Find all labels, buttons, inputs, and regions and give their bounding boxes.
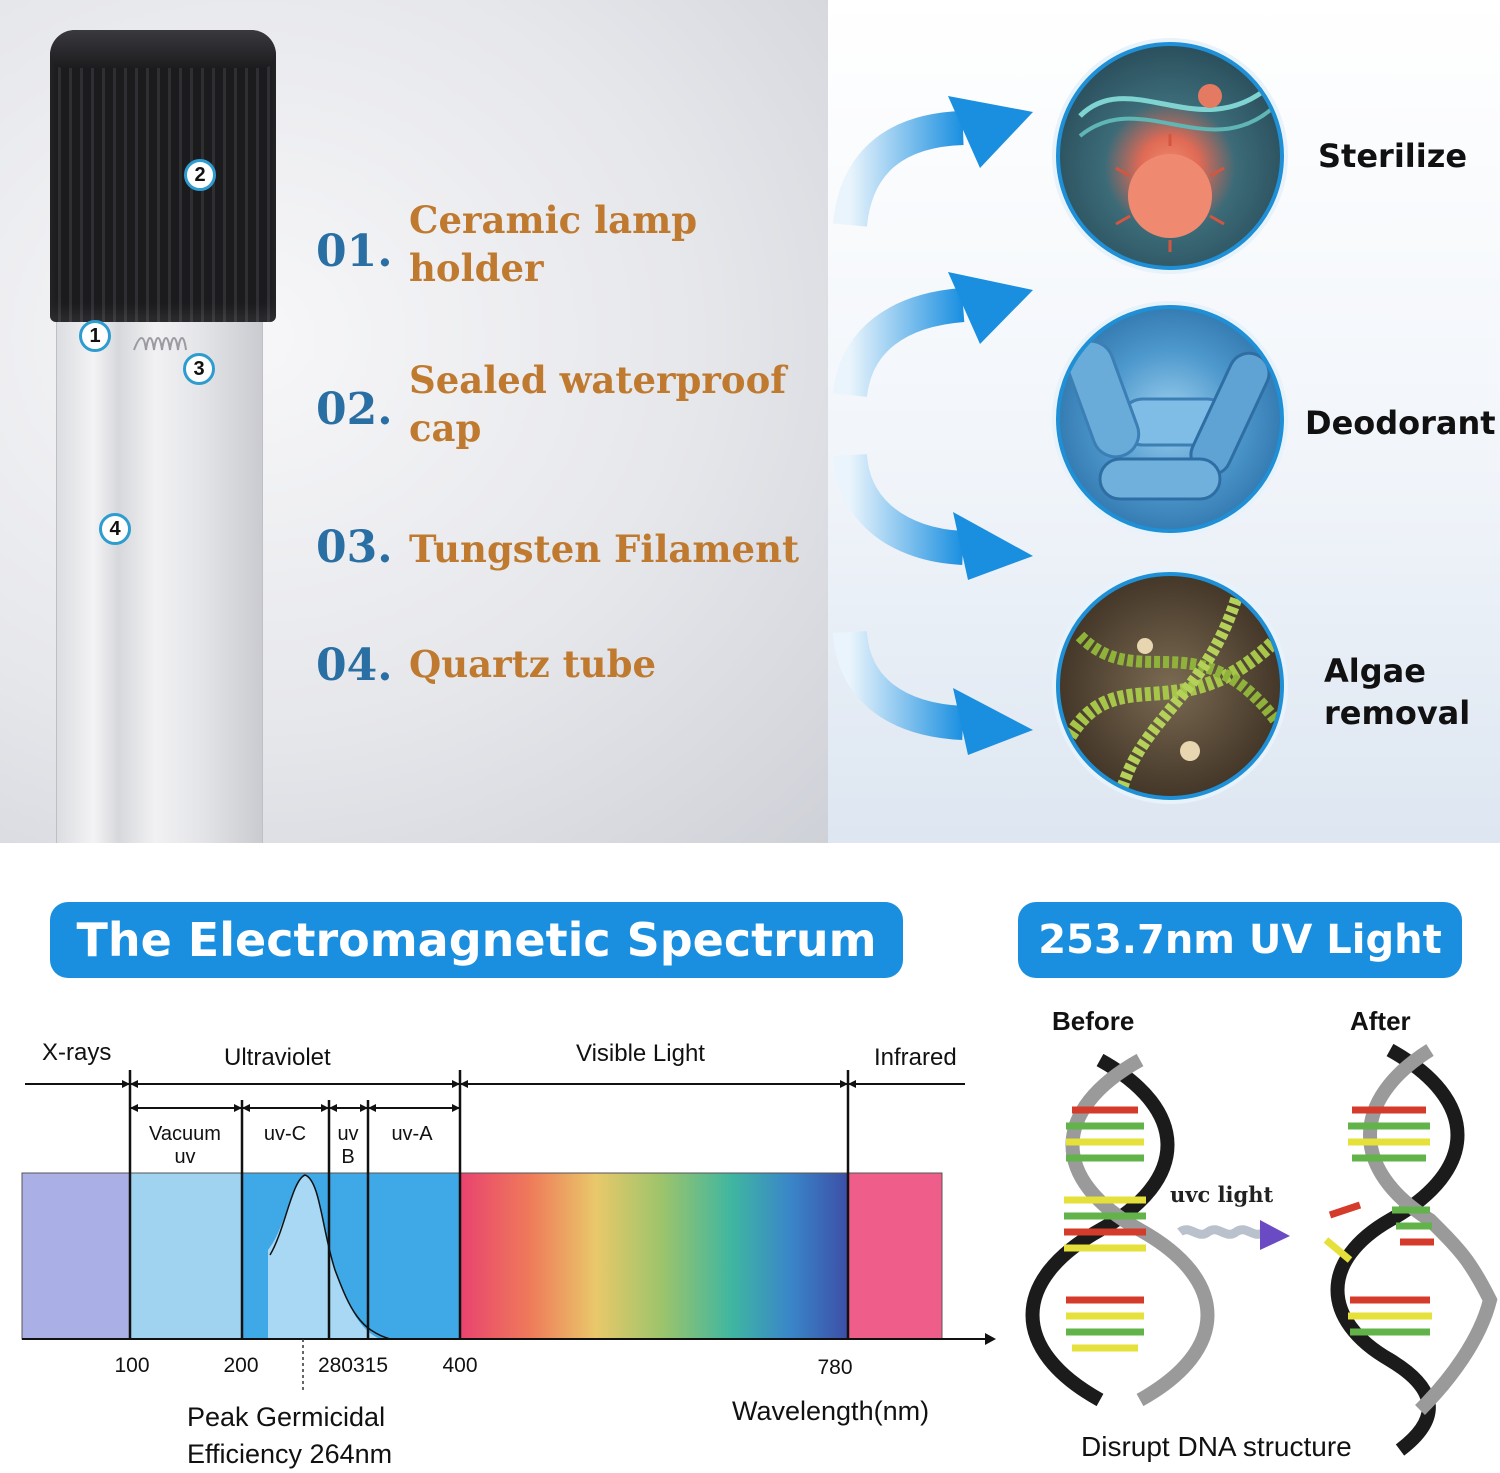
- bacteria-icon: [1065, 339, 1271, 501]
- arrowhead: [122, 1080, 130, 1088]
- quartz-tube-illustration: [56, 300, 263, 843]
- lamp-cap-illustration: [50, 30, 276, 322]
- arrowhead: [321, 1104, 329, 1112]
- virus-icon: [1078, 84, 1277, 252]
- algae-icon: [1064, 584, 1280, 796]
- xray-band: [22, 1173, 130, 1339]
- spec-number-03: 03.: [316, 522, 393, 573]
- badge-1: 1: [79, 320, 111, 352]
- spec-text-02-line1: Sealed waterproof: [409, 358, 787, 402]
- arrowhead: [242, 1104, 250, 1112]
- arrowhead: [460, 1080, 468, 1088]
- visible-light-band: [460, 1173, 848, 1339]
- function-label-algae-line1: Algae: [1324, 652, 1426, 690]
- arrowhead: [848, 1080, 856, 1088]
- spec-text-01-line2: holder: [409, 246, 544, 290]
- filament-coil-illustration: [133, 337, 187, 351]
- arrowhead: [368, 1104, 376, 1112]
- tick-100: 100: [114, 1354, 149, 1377]
- peak-label-line2: Efficiency 264nm: [187, 1439, 392, 1469]
- spec-number-04: 04.: [316, 640, 393, 691]
- arrow-to-deodorant: [833, 272, 1033, 398]
- function-label-sterilize: Sterilize: [1318, 137, 1468, 175]
- label-visible-light: Visible Light: [576, 1040, 705, 1067]
- badge-2: 2: [184, 159, 216, 191]
- dna-before: [1025, 1053, 1215, 1407]
- arrow-to-sterilize: [833, 96, 1033, 228]
- caption-disrupt-dna: Disrupt DNA structure: [1081, 1431, 1352, 1462]
- peak-label-line1: Peak Germicidal: [187, 1402, 385, 1432]
- arrowhead: [452, 1080, 460, 1088]
- tick-200: 200: [223, 1354, 258, 1377]
- arrowhead: [130, 1080, 138, 1088]
- arrow-to-algae-lower: [833, 453, 1033, 580]
- infrared-band: [848, 1173, 942, 1339]
- label-uvb-2: B: [341, 1146, 354, 1168]
- arrowhead: [840, 1080, 848, 1088]
- uvc-wave-arrow: [1177, 1225, 1267, 1239]
- uv-light-title-banner: 253.7nm UV Light: [1018, 902, 1462, 978]
- germicidal-curve: [269, 1174, 391, 1340]
- spec-text-03: Tungsten Filament: [409, 527, 800, 571]
- arrowhead: [130, 1104, 138, 1112]
- functions-panel: Sterilize Deodorant Algae removal: [828, 0, 1500, 843]
- virus-image: [1056, 42, 1284, 270]
- spec-number-02: 02.: [316, 384, 393, 435]
- uvc-arrowhead: [1260, 1220, 1290, 1250]
- label-xrays: X-rays: [42, 1039, 111, 1066]
- axis-arrowhead: [985, 1333, 996, 1345]
- spec-text-01-line1: Ceramic lamp: [409, 198, 698, 242]
- tick-280-315: 280315: [318, 1354, 388, 1377]
- spec-number-01: 01.: [316, 226, 393, 277]
- axis-label-wavelength: Wavelength(nm): [732, 1396, 929, 1426]
- badge-4: 4: [99, 513, 131, 545]
- function-label-algae-removal: Algae removal: [1324, 650, 1470, 734]
- lamp-anatomy-panel: 1 2 3 4 01. Ceramic lamp holder 02. Seal…: [0, 0, 828, 843]
- bacteria-image: [1056, 305, 1284, 533]
- lamp-cap-top: [50, 30, 276, 68]
- function-label-deodorant: Deodorant: [1305, 404, 1496, 442]
- spec-text-02: Sealed waterproof cap: [409, 356, 786, 452]
- label-uvc: uv-C: [264, 1123, 306, 1145]
- function-label-algae-line2: removal: [1324, 694, 1471, 732]
- label-ultraviolet: Ultraviolet: [224, 1044, 331, 1071]
- badge-3: 3: [183, 353, 215, 385]
- germicidal-curve-fill: [268, 1175, 380, 1339]
- label-vacuum-uv: uv: [174, 1146, 195, 1168]
- label-vacuum: Vacuum: [149, 1123, 221, 1145]
- arrowhead: [452, 1104, 460, 1112]
- spec-text-01: Ceramic lamp holder: [409, 196, 697, 292]
- label-uvb-1: uv: [337, 1123, 358, 1145]
- label-after: After: [1350, 1006, 1411, 1036]
- label-before: Before: [1052, 1006, 1134, 1036]
- spectrum-diagram: X-rays Ultraviolet Visible Light Infrare…: [21, 1039, 996, 1469]
- dna-after: [1323, 1043, 1498, 1456]
- label-uvc-light: uvc light: [1170, 1182, 1273, 1207]
- spec-text-02-line2: cap: [409, 406, 482, 450]
- arrowhead: [360, 1104, 368, 1112]
- label-infrared: Infrared: [874, 1044, 957, 1071]
- spectrum-title-banner: The Electromagnetic Spectrum: [50, 902, 903, 978]
- arrow-to-algae: [833, 630, 1033, 755]
- function-arrows: [833, 96, 1033, 755]
- spec-text-04: Quartz tube: [409, 642, 656, 686]
- label-uva: uv-A: [391, 1123, 433, 1145]
- arrowhead: [234, 1104, 242, 1112]
- tick-780: 780: [817, 1356, 852, 1379]
- tick-400: 400: [442, 1354, 477, 1377]
- arrowhead: [329, 1104, 337, 1112]
- dna-disruption-diagram: Before After uvc light: [1025, 1006, 1498, 1462]
- vacuum-uv-band: [130, 1173, 242, 1339]
- algae-image: [1056, 572, 1284, 800]
